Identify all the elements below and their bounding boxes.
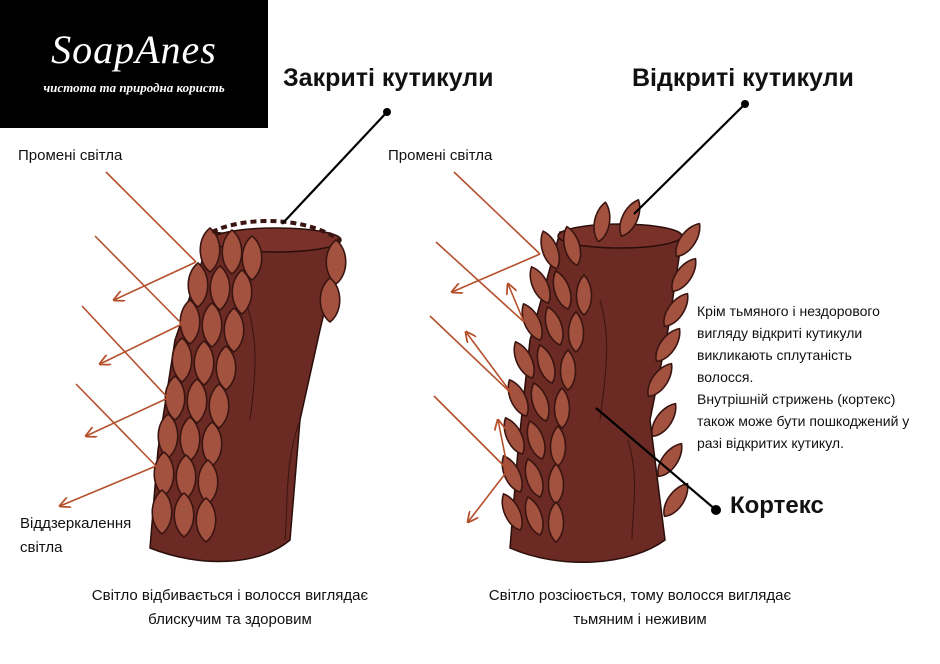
closed-title-pointer	[281, 111, 388, 225]
logo: SoapAnes чистота та природна користь	[0, 0, 268, 128]
open-cuticles-note: Крім тьмяного і нездорового вигляду відк…	[697, 300, 937, 454]
cortex-dot	[711, 505, 721, 515]
right-caption: Світло розсіюється, тому волосся вигляда…	[460, 584, 820, 632]
right-caption-line2: тьмяним і неживим	[573, 611, 707, 628]
logo-title: SoapAnes	[51, 27, 217, 72]
note-line: волосся.	[697, 369, 754, 385]
right-caption-line1: Світло розсіюється, тому волосся вигляда…	[488, 587, 792, 604]
right-light-rays-label: Промені світла	[388, 147, 493, 164]
left-light-rays	[60, 171, 197, 506]
logo-tagline: чистота та природна користь	[43, 80, 225, 95]
open-cuticles-title: Відкриті кутикули	[632, 64, 854, 92]
note-line: також може бути пошкоджений у	[697, 413, 910, 429]
note-line: викликають сплутаність	[697, 347, 852, 363]
left-caption: Світло відбивається і волосся виглядає б…	[60, 584, 400, 632]
cortex-label: Кортекс	[730, 492, 824, 519]
left-caption-line1: Світло відбивається і волосся виглядає	[91, 587, 369, 604]
note-line: разі відкритих кутикул.	[697, 435, 844, 451]
note-line: вигляду відкриті кутикули	[697, 325, 863, 341]
note-line: Внутрішній стрижень (кортекс)	[697, 391, 896, 407]
left-caption-line2: блискучим та здоровим	[148, 611, 312, 628]
closed-cuticle-hair	[149, 219, 347, 563]
reflection-label-line2: світла	[20, 539, 63, 556]
reflection-label-line1: Віддзеркалення	[20, 515, 132, 532]
left-light-rays-label: Промені світла	[18, 147, 123, 164]
open-title-pointer	[633, 103, 746, 215]
reflection-label: Віддзеркалення світла	[20, 512, 131, 560]
cortex-pointer	[595, 407, 717, 511]
right-light-rays	[429, 171, 541, 522]
note-line: Крім тьмяного і нездорового	[697, 303, 880, 319]
closed-cuticles-title: Закриті кутикули	[283, 64, 494, 92]
open-cuticle-hair	[495, 195, 707, 563]
